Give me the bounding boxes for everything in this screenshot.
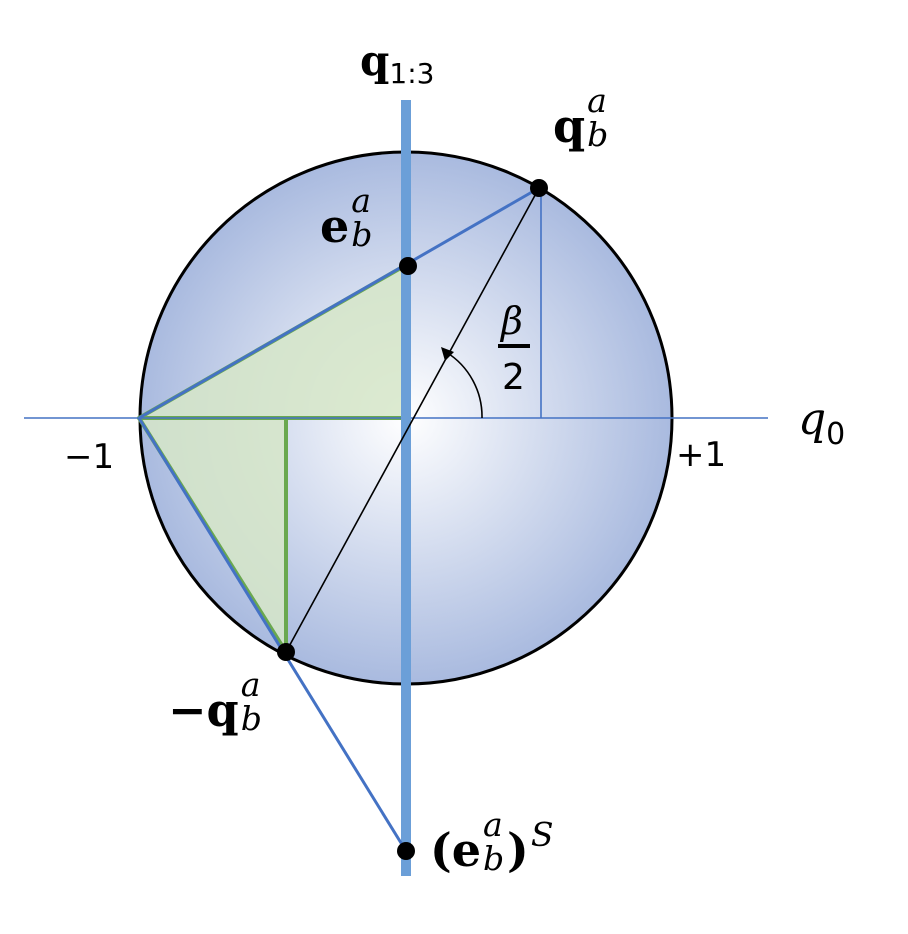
axis-vertical-label: q1:3 <box>360 40 434 88</box>
projection-line-q <box>138 186 540 420</box>
tick-minus-one: −1 <box>64 437 115 477</box>
label-es-close: ) <box>507 823 529 877</box>
label-es-main: e <box>451 823 482 877</box>
label-neg-q-sup: a <box>240 665 261 704</box>
label-e-sup: a <box>351 181 372 220</box>
label-q-sup: a <box>587 81 607 120</box>
angle-arc <box>445 351 483 419</box>
diameter-line <box>285 187 540 653</box>
label-es-sup: a <box>483 805 503 844</box>
axis-horizontal-main: q <box>798 394 827 445</box>
angle-arrowhead <box>441 347 454 361</box>
angle-numerator: β <box>501 299 523 343</box>
tick-plus-one: +1 <box>676 435 727 475</box>
axis-vertical-main: q <box>360 36 390 85</box>
projection-line-neg-q <box>137 417 408 852</box>
label-es-sub: b <box>483 839 505 878</box>
angle-denominator: 2 <box>502 357 525 398</box>
label-es-outer-sup: S <box>530 815 554 854</box>
axis-horizontal-label: q0 <box>798 398 845 450</box>
label-neg-q-main: q <box>206 683 239 737</box>
label-q-sub: b <box>587 115 609 154</box>
point-es <box>397 842 415 860</box>
label-neg-q-prefix: − <box>168 683 207 737</box>
point-e <box>399 257 417 275</box>
label-e-sub: b <box>351 215 373 254</box>
point-q <box>530 179 548 197</box>
label-e-main: e <box>320 199 350 253</box>
label-es-open: ( <box>430 823 452 877</box>
point-neg-q <box>277 643 295 661</box>
label-neg-q-sub: b <box>240 699 262 738</box>
axis-horizontal-sub: 0 <box>826 417 846 452</box>
label-q-main: q <box>553 99 586 153</box>
axis-vertical-sub: 1:3 <box>389 57 435 90</box>
